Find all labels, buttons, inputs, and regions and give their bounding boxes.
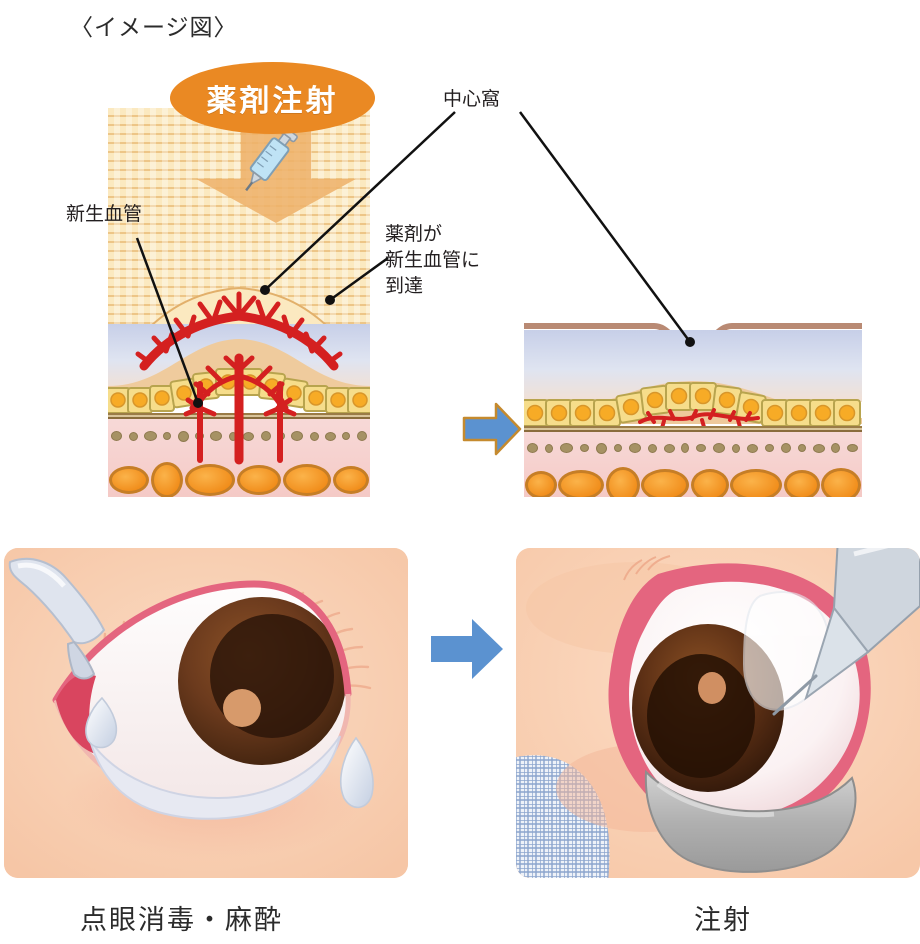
choriocapillaris-dots-after xyxy=(524,442,862,454)
iris-highlight xyxy=(223,689,261,727)
injection-needle xyxy=(772,548,920,716)
label-fovea: 中心窩 xyxy=(443,89,501,110)
procedure-step-arrow xyxy=(431,619,503,679)
tear-drop xyxy=(340,736,374,809)
choroidal-vessels-after xyxy=(524,466,862,497)
eye-drop-illustration xyxy=(4,548,408,878)
bruch-membrane-after xyxy=(524,426,862,432)
caption-step-1: 点眼消毒・麻酔 xyxy=(80,905,283,935)
injection-illustration xyxy=(516,548,920,878)
before-after-arrow xyxy=(462,402,522,456)
regressed-neovessels xyxy=(638,408,760,430)
drug-injection-badge: 薬剤注射 xyxy=(170,62,375,134)
lid-speculum xyxy=(644,769,857,873)
lower-eyelid xyxy=(89,735,341,820)
leader-lines xyxy=(135,111,695,408)
dropper-bottle xyxy=(8,557,106,680)
conjunctival-highlight xyxy=(742,591,831,711)
caption-step-2: 注射 xyxy=(694,905,752,935)
choroidal-vessels xyxy=(108,460,370,497)
retina-after-treatment-panel xyxy=(524,320,862,497)
eye-drop xyxy=(85,696,118,749)
pupil xyxy=(647,654,755,778)
label-drug-reaches-vessels: 薬剤が 新生血管に 到達 xyxy=(385,224,481,297)
upper-lid-margin xyxy=(52,580,352,704)
choriocapillaris-dots xyxy=(108,430,370,442)
page-title: 〈イメージ図〉 xyxy=(70,14,238,40)
retina-layer xyxy=(108,108,370,343)
label-neovessel: 新生血管 xyxy=(66,204,143,225)
iris-highlight xyxy=(698,672,726,704)
drug-injection-label: 薬剤注射 xyxy=(206,85,339,118)
